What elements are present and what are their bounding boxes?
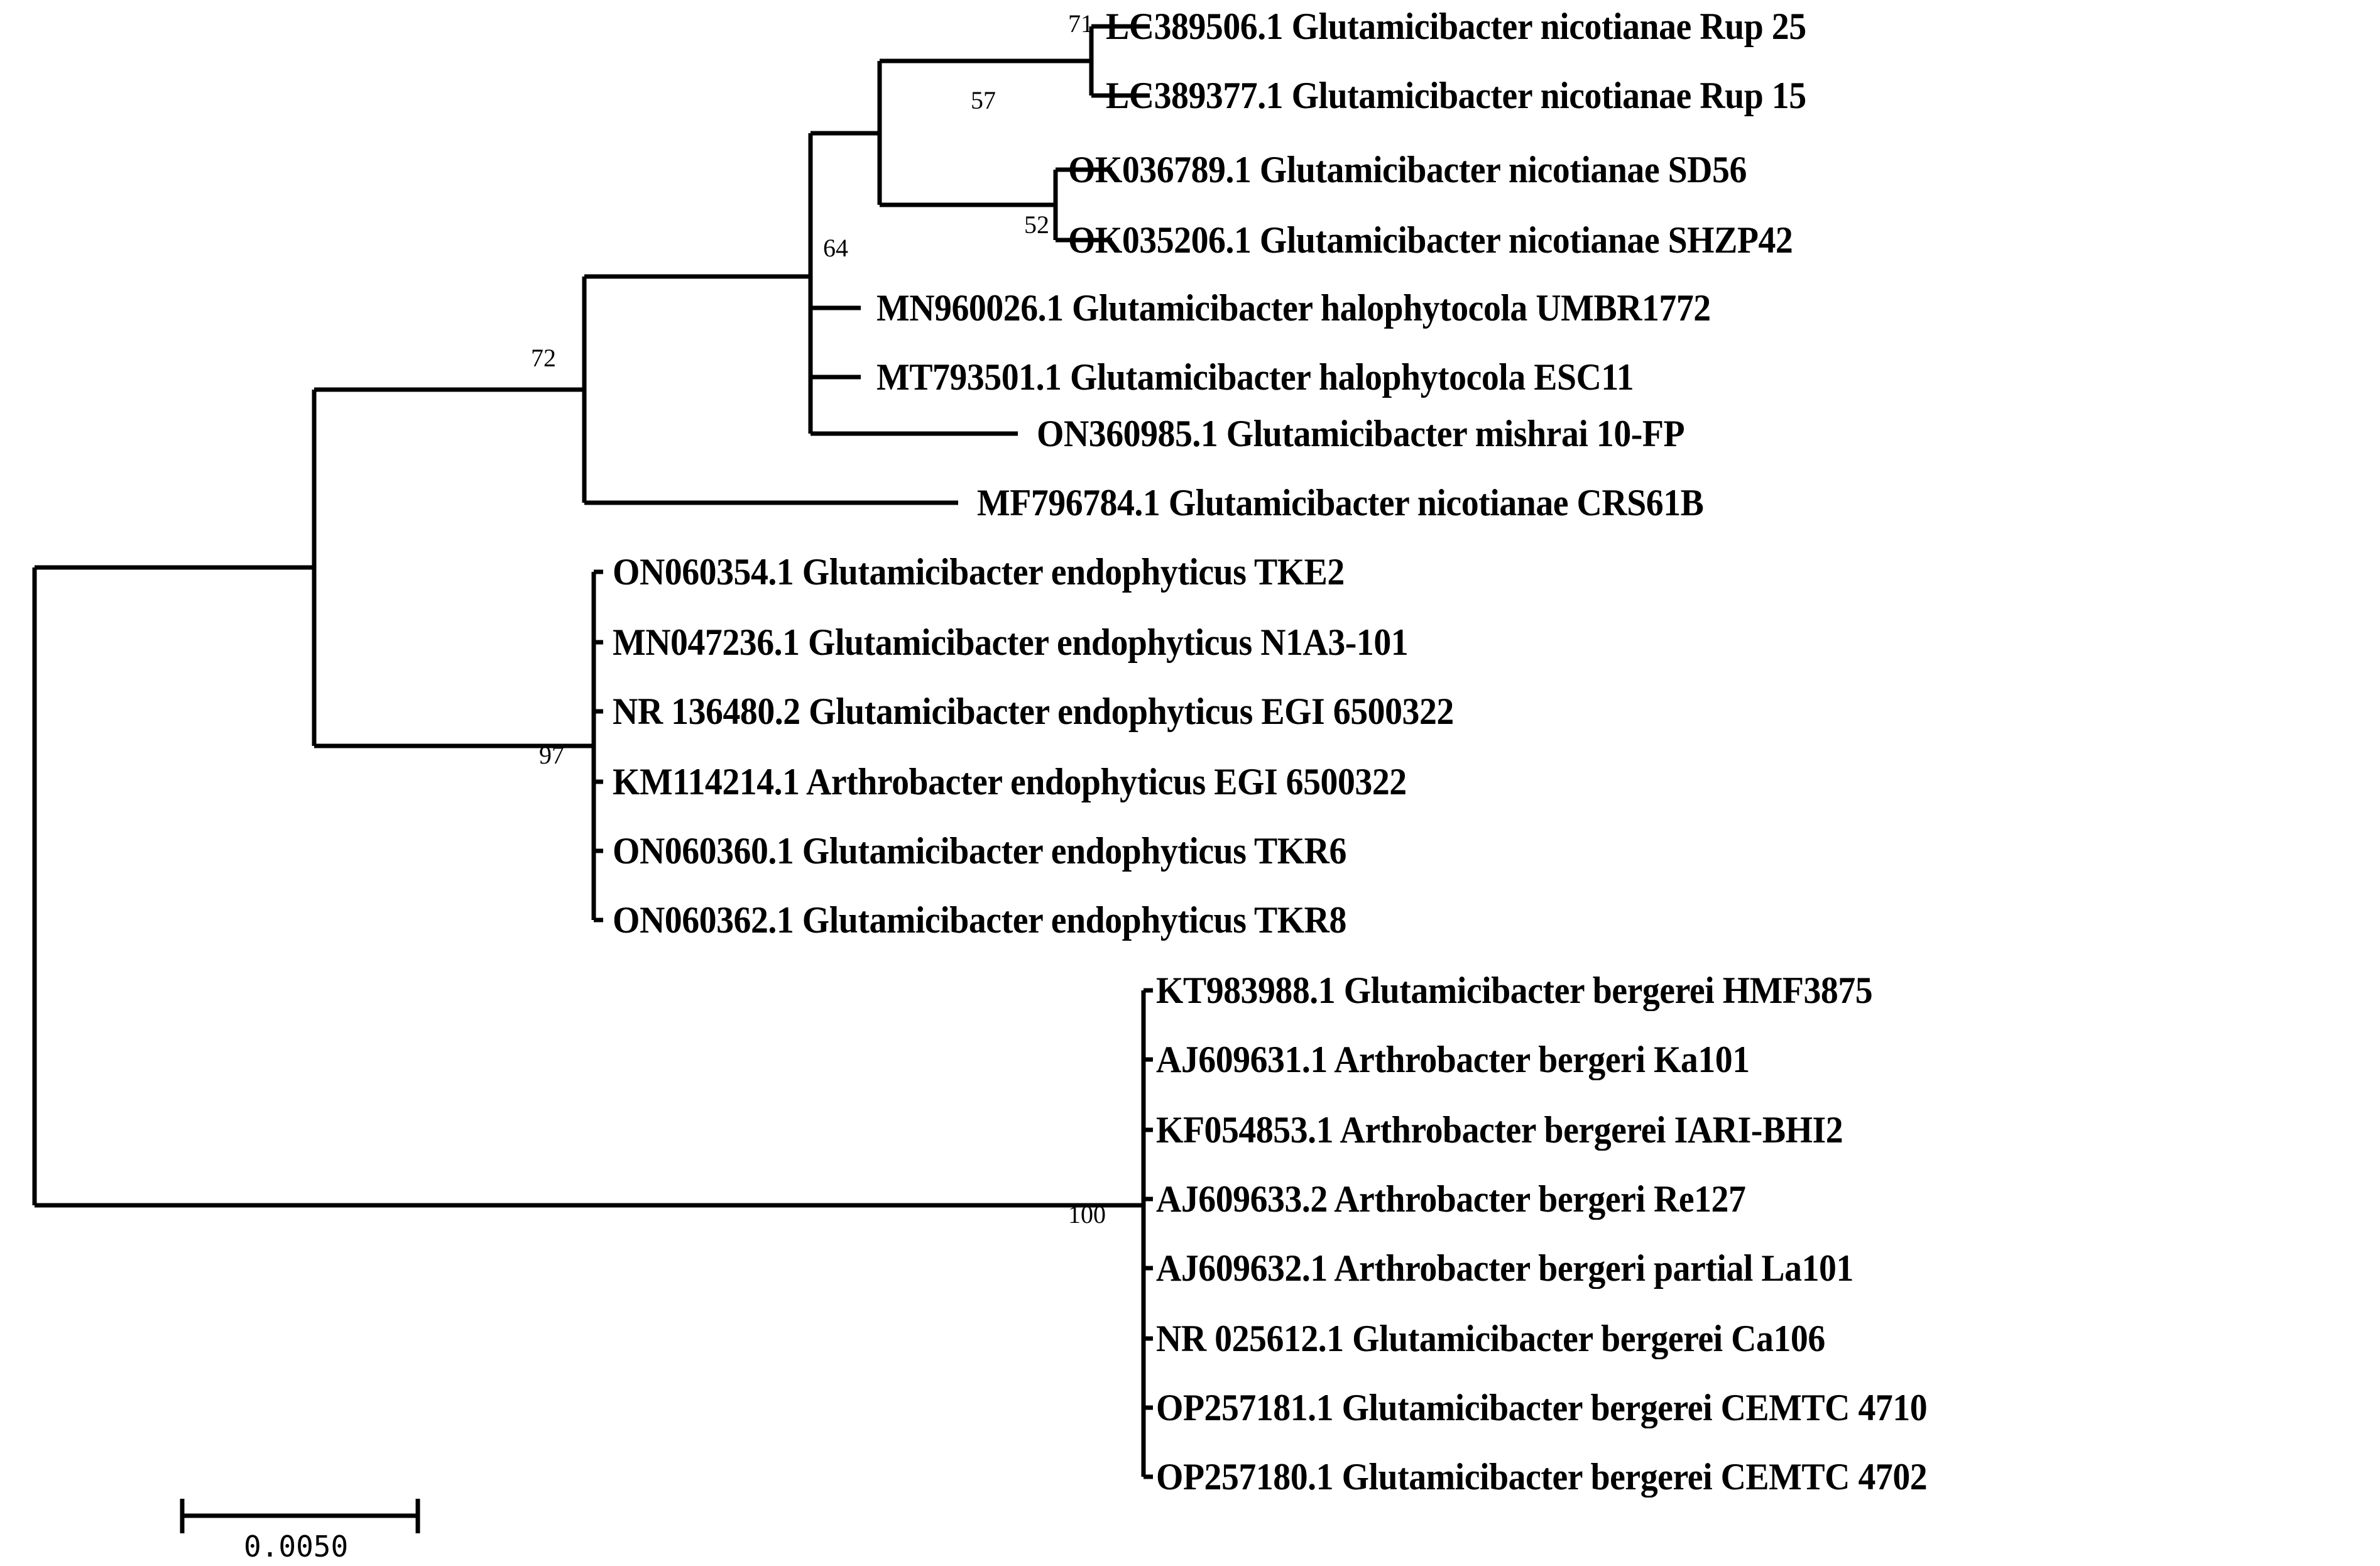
- taxon-label: NR 025612.1 Glutamicibacter bergerei Ca1…: [1156, 1318, 1825, 1359]
- taxon-label: NR 136480.2 Glutamicibacter endophyticus…: [613, 691, 1454, 732]
- bootstrap-value: 64: [823, 234, 848, 262]
- bootstrap-value: 71: [1068, 9, 1093, 38]
- bootstrap-value: 52: [1024, 211, 1049, 239]
- taxon-label: MN047236.1 Glutamicibacter endophyticus …: [613, 621, 1409, 663]
- taxon-label: MN960026.1 Glutamicibacter halophytocola…: [876, 287, 1711, 329]
- taxon-label: OP257180.1 Glutamicibacter bergerei CEMT…: [1156, 1456, 1928, 1498]
- taxon-label: KM114214.1 Arthrobacter endophyticus EGI…: [613, 761, 1407, 802]
- taxon-label: OP257181.1 Glutamicibacter bergerei CEMT…: [1156, 1387, 1928, 1428]
- taxon-label: AJ609631.1 Arthrobacter bergeri Ka101: [1156, 1039, 1750, 1080]
- taxon-label: AJ609632.1 Arthrobacter bergeri partial …: [1156, 1247, 1853, 1289]
- taxon-label: ON360985.1 Glutamicibacter mishrai 10-FP: [1037, 413, 1685, 454]
- bootstrap-value: 97: [539, 741, 564, 769]
- taxon-label: KT983988.1 Glutamicibacter bergerei HMF3…: [1156, 970, 1873, 1011]
- taxon-label: ON060360.1 Glutamicibacter endophyticus …: [613, 830, 1346, 872]
- bootstrap-value: 72: [531, 344, 556, 372]
- taxon-label: LC389377.1 Glutamicibacter nicotianae Ru…: [1106, 75, 1806, 116]
- taxon-label: AJ609633.2 Arthrobacter bergeri Re127: [1156, 1178, 1746, 1220]
- taxon-label: ON060362.1 Glutamicibacter endophyticus …: [613, 899, 1346, 941]
- taxon-label: OK036789.1 Glutamicibacter nicotianae SD…: [1068, 149, 1747, 190]
- taxon-label: KF054853.1 Arthrobacter bergerei IARI-BH…: [1156, 1109, 1843, 1151]
- taxon-label: ON060354.1 Glutamicibacter endophyticus …: [613, 551, 1345, 593]
- taxon-label: MF796784.1 Glutamicibacter nicotianae CR…: [977, 482, 1704, 523]
- taxon-label: OK035206.1 Glutamicibacter nicotianae SH…: [1068, 219, 1793, 261]
- bootstrap-value: 57: [971, 86, 996, 114]
- taxon-label: LC389506.1 Glutamicibacter nicotianae Ru…: [1106, 6, 1806, 47]
- taxon-label: MT793501.1 Glutamicibacter halophytocola…: [876, 356, 1634, 398]
- scale-bar-label: 0.0050: [244, 1530, 349, 1563]
- bootstrap-value: 100: [1068, 1200, 1106, 1229]
